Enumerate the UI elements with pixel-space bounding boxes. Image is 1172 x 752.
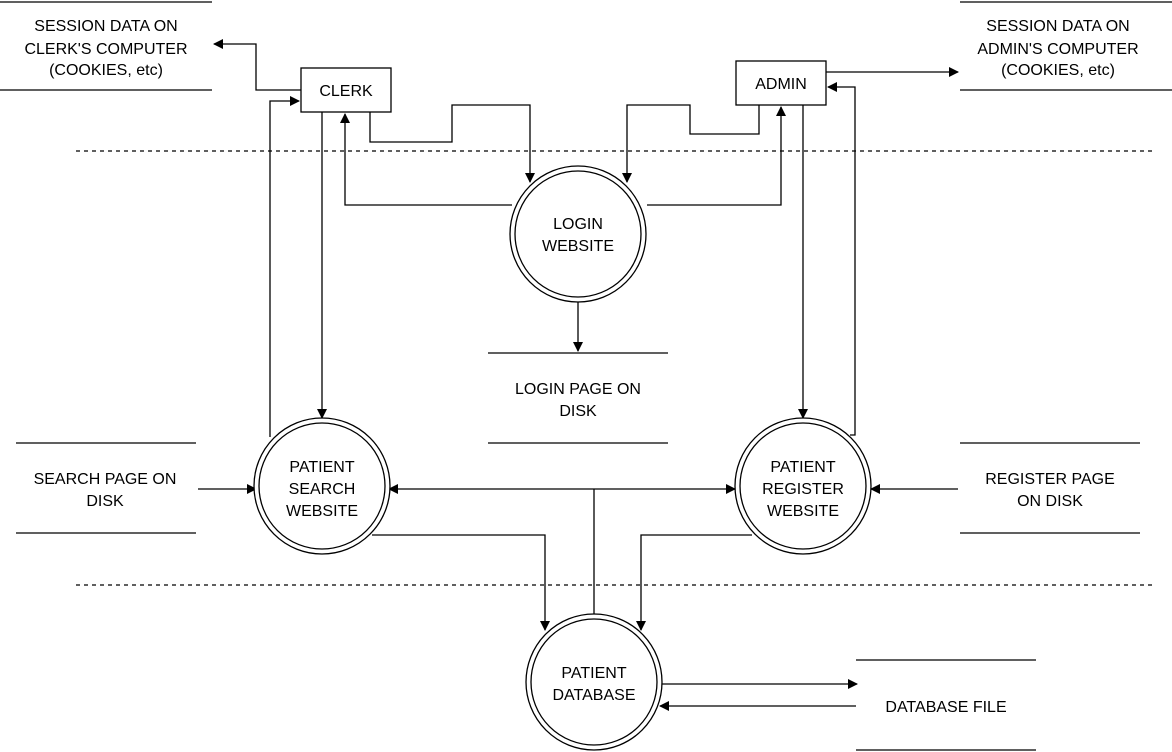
store-login-page: LOGIN PAGE ON DISK (488, 352, 668, 444)
process-database-line1: PATIENT (561, 665, 626, 682)
entity-admin-label: ADMIN (755, 76, 807, 93)
store-login-page-line2: DISK (559, 403, 597, 420)
process-patient-database: PATIENT DATABASE (525, 613, 663, 751)
store-database-file: DATABASE FILE (856, 659, 1036, 751)
entity-clerk: CLERK (300, 67, 392, 113)
store-admin-session-line1: SESSION DATA ON (986, 18, 1129, 35)
flow-clerk-to-login (369, 104, 535, 183)
store-search-page-line2: DISK (86, 493, 124, 510)
entity-admin: ADMIN (735, 60, 827, 106)
process-register-line3: WEBSITE (767, 503, 839, 520)
flow-admin-to-login (622, 104, 760, 183)
flow-login-to-clerk (340, 113, 512, 206)
store-clerk-session-line1: SESSION DATA ON (34, 18, 177, 35)
process-patient-search-website: PATIENT SEARCH WEBSITE (253, 417, 391, 555)
store-search-page-line1: SEARCH PAGE ON (34, 471, 177, 488)
store-register-page: REGISTER PAGE ON DISK (960, 442, 1140, 534)
connectors (198, 39, 959, 711)
process-search-line3: WEBSITE (286, 503, 358, 520)
entity-clerk-label: CLERK (319, 83, 373, 100)
flow-register-to-database (636, 534, 752, 631)
flow-register-to-admin (827, 82, 856, 436)
store-search-page: SEARCH PAGE ON DISK (16, 442, 196, 534)
flow-clerk-to-session (213, 39, 301, 91)
store-register-page-line1: REGISTER PAGE (985, 471, 1115, 488)
flow-login-to-admin (647, 106, 786, 206)
store-database-file-label: DATABASE FILE (885, 699, 1006, 716)
store-register-page-line2: ON DISK (1017, 493, 1083, 510)
process-login-line2: WEBSITE (542, 238, 614, 255)
store-login-page-line1: LOGIN PAGE ON (515, 381, 641, 398)
store-clerk-session-line2: CLERK'S COMPUTER (24, 41, 187, 58)
process-login-line1: LOGIN (553, 216, 603, 233)
flow-search-to-clerk (269, 96, 300, 437)
process-search-line1: PATIENT (289, 459, 354, 476)
process-register-line1: PATIENT (770, 459, 835, 476)
store-admin-session: SESSION DATA ON ADMIN'S COMPUTER (COOKIE… (960, 1, 1172, 91)
process-register-line2: REGISTER (762, 481, 844, 498)
store-clerk-session: SESSION DATA ON CLERK'S COMPUTER (COOKIE… (0, 1, 212, 91)
flow-search-to-database (372, 534, 550, 631)
store-clerk-session-line3: (COOKIES, etc) (49, 62, 163, 79)
process-patient-register-website: PATIENT REGISTER WEBSITE (734, 417, 872, 555)
store-admin-session-line3: (COOKIES, etc) (1001, 62, 1115, 79)
process-database-line2: DATABASE (553, 687, 636, 704)
store-admin-session-line2: ADMIN'S COMPUTER (977, 41, 1138, 58)
process-login-website: LOGIN WEBSITE (509, 165, 647, 303)
process-search-line2: SEARCH (289, 481, 356, 498)
